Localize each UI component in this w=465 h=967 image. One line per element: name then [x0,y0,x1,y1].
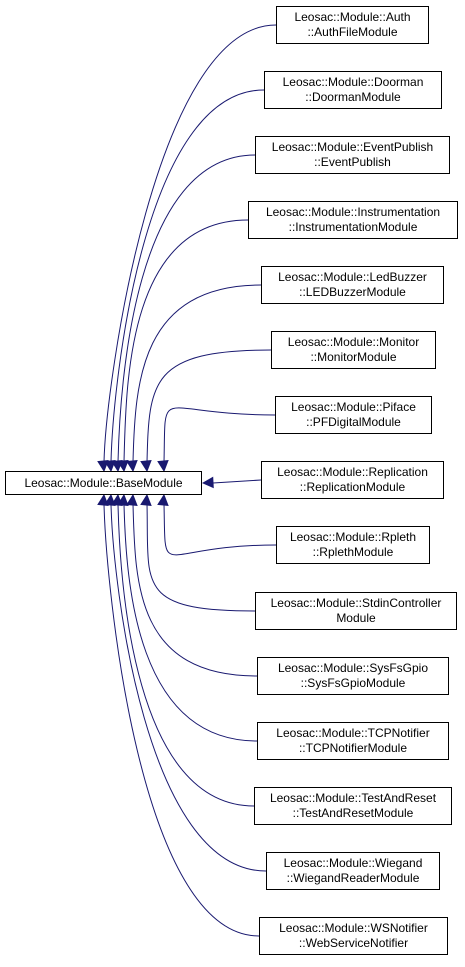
inheritance-arrowhead [126,459,138,473]
inheritance-arrowhead [140,493,152,507]
inheritance-edge [212,479,262,484]
class-name-line1: Leosac::Module::StdinController [270,596,442,610]
inheritance-edge [103,24,277,463]
class-name-line2: ::SysFsGpioModule [300,676,406,690]
derived-class-node[interactable]: Leosac::Module::TCPNotifier::TCPNotifier… [257,722,449,760]
class-name-line2: ::RplethModule [312,545,394,559]
class-name-line1: Leosac::Module::Instrumentation [265,205,441,219]
inheritance-edge [110,503,267,872]
class-name-line2: ::EventPublish [314,155,391,169]
class-name-line2: ::ReplicationModule [299,480,406,494]
inheritance-arrowhead [117,459,129,473]
inheritance-edge [146,349,272,463]
derived-class-node[interactable]: Leosac::Module::Instrumentation::Instrum… [248,201,458,239]
class-name-line1: Leosac::Module::Monitor [287,335,420,349]
inheritance-edge [163,503,277,556]
class-name-line1: Leosac::Module::Piface [291,400,416,414]
inheritance-edge [110,89,265,463]
class-name-line2: ::WebServiceNotifier [298,936,409,950]
base-module-node[interactable]: Leosac::Module::BaseModule [5,471,202,495]
inheritance-edge [103,503,260,937]
derived-class-node[interactable]: Leosac::Module::TestAndReset::TestAndRes… [254,787,452,825]
class-name-line2: ::DoormanModule [305,90,401,104]
class-name-line1: Leosac::Module::Doorman [282,75,424,89]
class-name-line1: Leosac::Module::Rpleth [289,530,417,544]
class-name-line1: Leosac::Module::TestAndReset [269,791,437,805]
inheritance-arrowhead [157,493,169,507]
inheritance-edge [132,284,262,463]
class-name-line2: ::PFDigitalModule [306,415,401,429]
inheritance-arrowhead [140,459,152,473]
derived-class-node[interactable]: Leosac::Module::WSNotifier::WebServiceNo… [259,917,448,955]
class-name-line2: ::MonitorModule [310,350,397,364]
inheritance-edge [117,503,255,807]
derived-class-node[interactable]: Leosac::Module::EventPublish::EventPubli… [255,136,450,174]
inheritance-edge [132,503,258,677]
class-name-line2: ::TestAndResetModule [292,806,414,820]
derived-class-node[interactable]: Leosac::Module::Doorman::DoormanModule [264,71,442,109]
inheritance-arrowhead [157,459,169,473]
derived-class-node[interactable]: Leosac::Module::Replication::Replication… [261,461,444,499]
inheritance-edge [117,154,256,463]
class-name-line1: Leosac::Module::SysFsGpio [277,661,429,675]
inheritance-edge [123,503,258,742]
inheritance-arrowhead [201,476,214,489]
base-module-label: Leosac::Module::BaseModule [24,475,183,490]
class-name-line1: Leosac::Module::WSNotifier [279,921,428,935]
derived-class-node[interactable]: Leosac::Module::LedBuzzer::LEDBuzzerModu… [261,266,444,304]
derived-class-node[interactable]: Leosac::Module::Rpleth::RplethModule [276,526,430,564]
derived-class-node[interactable]: Leosac::Module::Piface::PFDigitalModule [275,396,432,434]
class-name-line1: Leosac::Module::EventPublish [271,140,434,154]
class-name-line2: ::LEDBuzzerModule [299,285,406,299]
inheritance-edge [163,407,276,463]
class-name-line2: ::InstrumentationModule [288,220,418,234]
derived-class-node[interactable]: Leosac::Module::Auth::AuthFileModule [276,6,429,44]
class-name-line1: Leosac::Module::TCPNotifier [276,726,430,740]
class-name-line1: Leosac::Module::Auth [294,10,411,24]
derived-class-node[interactable]: Leosac::Module::SysFsGpio::SysFsGpioModu… [257,657,449,695]
class-name-line1: Leosac::Module::LedBuzzer [278,270,427,284]
inheritance-arrowhead [97,493,109,507]
derived-class-node[interactable]: Leosac::Module::Wiegand::WiegandReaderMo… [266,852,440,890]
class-name-line2: ::AuthFileModule [307,25,398,39]
inheritance-edge [123,219,249,463]
derived-class-node[interactable]: Leosac::Module::Monitor::MonitorModule [271,331,436,369]
class-name-line2: Module [336,611,376,625]
inheritance-arrowhead [126,493,138,507]
class-name-line2: ::WiegandReaderModule [286,871,420,885]
class-name-line2: ::TCPNotifierModule [298,741,408,755]
inheritance-edge [146,503,256,612]
class-name-line1: Leosac::Module::Replication [277,465,428,479]
class-name-line1: Leosac::Module::Wiegand [283,856,423,870]
